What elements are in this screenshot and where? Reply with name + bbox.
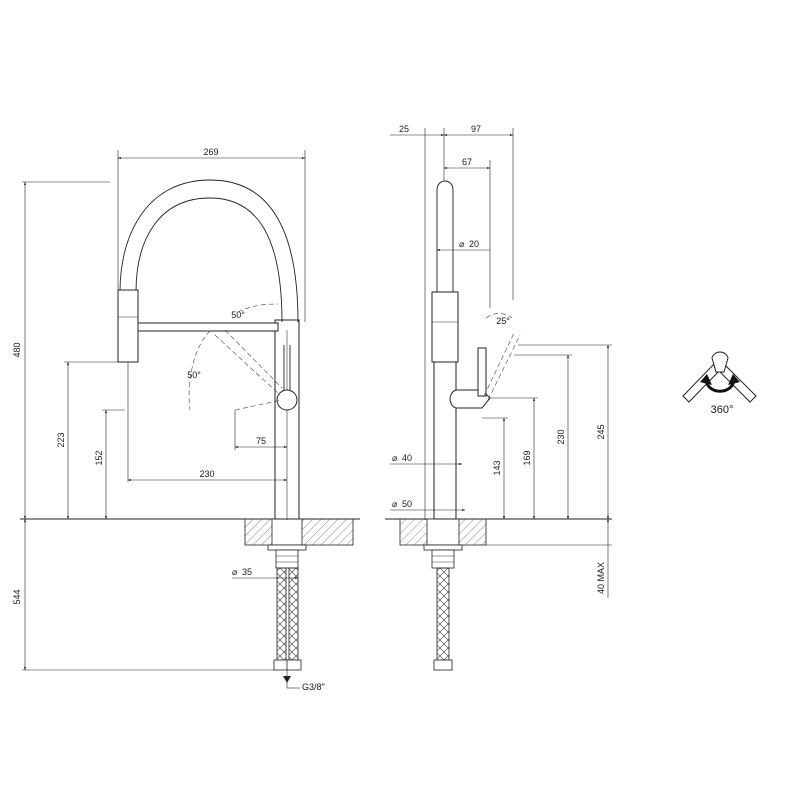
dim-152-label: 152 xyxy=(94,450,104,465)
dia-40-label: 40 xyxy=(402,453,412,463)
front-spring-outer xyxy=(119,179,299,323)
front-mount-nut xyxy=(271,518,303,546)
dim-544-label: 544 xyxy=(12,589,22,604)
front-mount-washer xyxy=(267,544,307,551)
dia-20-label: 20 xyxy=(469,239,479,249)
side-lever-handle xyxy=(477,347,487,397)
dia-50-label: 50 xyxy=(402,499,412,509)
dia-20-symbol: ⌀ xyxy=(459,239,465,249)
dim-169-label: 169 xyxy=(522,450,532,465)
dim-97-label: 97 xyxy=(471,124,481,134)
thread-label: G3/8" xyxy=(302,682,325,692)
front-hose-fitting-left xyxy=(273,659,289,671)
front-lever-knob xyxy=(276,389,298,411)
side-threaded-rod xyxy=(431,549,455,569)
dia-40-symbol: ⌀ xyxy=(392,453,398,463)
dia-35-label: 35 xyxy=(242,567,252,577)
dim-67-label: 67 xyxy=(462,157,472,167)
front-swing-arc xyxy=(188,330,211,411)
front-view: 269 480 544 223 152 230 75 50° 50° ⌀ 35 xyxy=(12,147,360,692)
side-hose xyxy=(436,567,450,661)
front-spray-head xyxy=(117,289,139,363)
front-angle-arc xyxy=(237,303,279,313)
front-threaded-rod xyxy=(275,549,299,569)
front-swing-low xyxy=(234,399,283,411)
dia-35-symbol: ⌀ xyxy=(232,567,238,577)
side-hose-fitting xyxy=(433,659,453,671)
front-hose-fitting-right xyxy=(286,659,302,671)
dim-25-label: 25 xyxy=(399,124,409,134)
side-lever-ghost xyxy=(487,334,521,401)
thread-arrow xyxy=(283,676,291,683)
rotation-arrowhead-left xyxy=(700,374,712,385)
dim-143-label: 143 xyxy=(492,460,502,475)
front-swing-arm-ghost xyxy=(214,334,281,396)
angle-50-top-label: 50° xyxy=(231,310,245,320)
dim-75-label: 75 xyxy=(256,436,266,446)
dim-230-label: 230 xyxy=(199,469,214,479)
dim-269-label: 269 xyxy=(203,147,218,157)
dim-480-label: 480 xyxy=(12,342,22,357)
side-spring-tube xyxy=(436,180,454,292)
dim-40max-label: 40 MAX xyxy=(596,562,606,594)
side-view: 25 97 67 ⌀ 20 25° ⌀ 40 ⌀ 50 143 169 230 xyxy=(385,124,612,671)
side-lever-ghost-2 xyxy=(483,332,515,397)
dim-245-label: 245 xyxy=(596,424,606,439)
front-swing-arm-ghost-2 xyxy=(224,329,283,389)
rotation-label: 360° xyxy=(711,404,734,416)
angle-25-label: 25° xyxy=(496,316,510,326)
side-angle-arc xyxy=(485,313,513,319)
rotation-arrowhead-right xyxy=(728,374,740,385)
dia-50-symbol: ⌀ xyxy=(392,499,398,509)
dim-223-label: 223 xyxy=(56,432,66,447)
dim-230s-label: 230 xyxy=(556,429,566,444)
side-mount-nut xyxy=(426,518,460,546)
side-spray-head xyxy=(431,291,459,363)
front-spring-inner xyxy=(135,197,283,323)
rotation-symbol: 360° xyxy=(682,351,757,416)
rotation-lever xyxy=(711,351,729,373)
side-mount-washer xyxy=(423,544,463,551)
front-hose-right xyxy=(288,567,299,661)
front-holder-arm xyxy=(137,322,279,332)
angle-50-left-label: 50° xyxy=(187,370,201,380)
front-hose-left xyxy=(276,567,287,661)
